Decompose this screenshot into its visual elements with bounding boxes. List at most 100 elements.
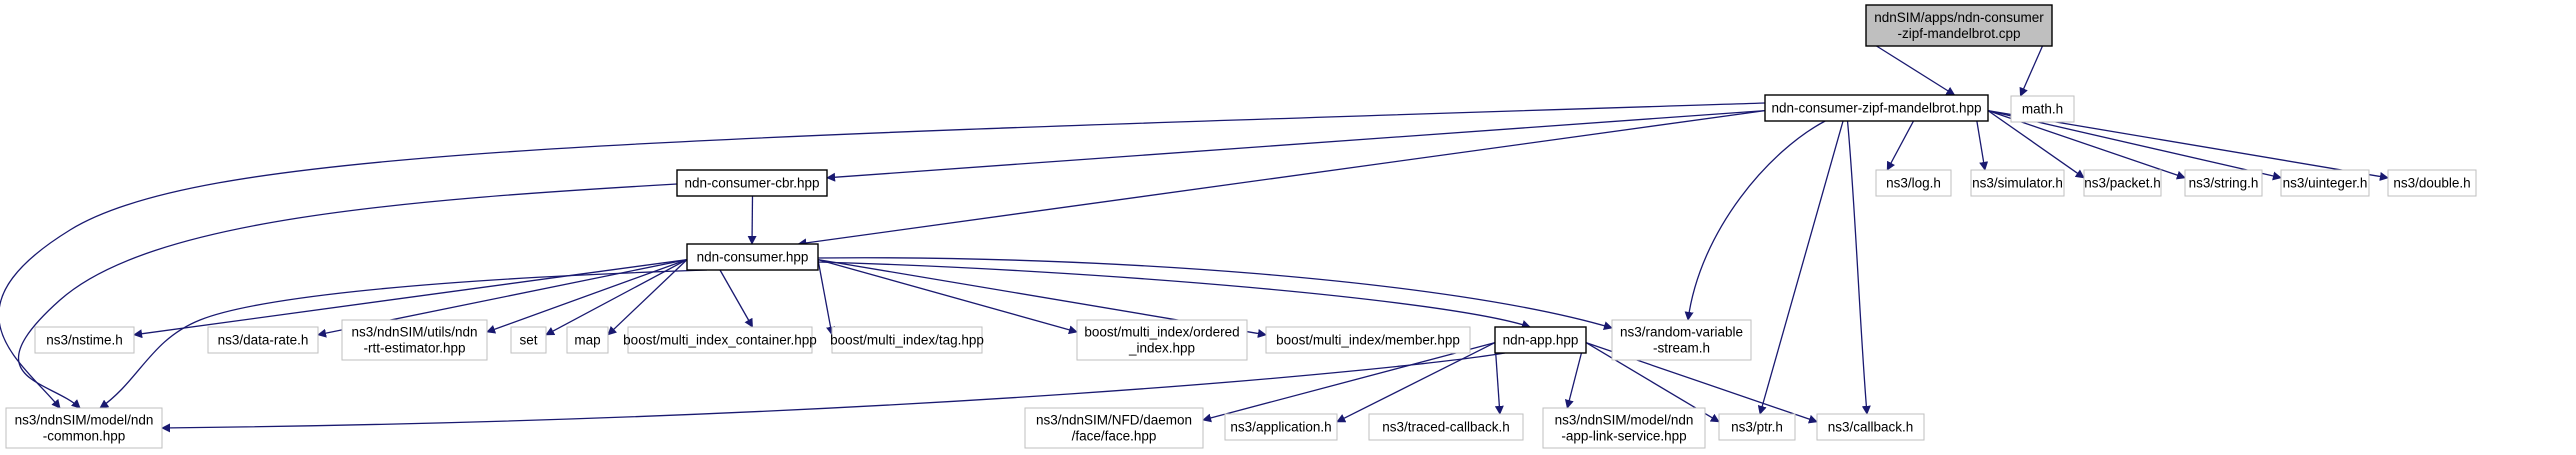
node-label: ndn-consumer-zipf-mandelbrot.hpp xyxy=(1771,101,1981,116)
node-box xyxy=(2387,169,2477,197)
node-label: -zipf-mandelbrot.cpp xyxy=(1897,26,2020,41)
node-box xyxy=(1265,326,1471,354)
edge-cbr-to-common xyxy=(18,183,678,409)
node-box xyxy=(34,326,135,354)
node-label: ns3/traced-callback.h xyxy=(1382,420,1510,435)
node-application: ns3/application.h xyxy=(1224,413,1338,441)
edge-consumer-to-common xyxy=(99,269,708,409)
edge-zipf_hpp-to-simulator xyxy=(1976,120,1989,171)
node-label: -rtt-estimator.hpp xyxy=(363,341,465,356)
node-string: ns3/string.h xyxy=(2184,169,2263,197)
node-root[interactable]: ndnSIM/apps/ndn-consumer-zipf-mandelbrot… xyxy=(1865,4,2053,47)
node-label: ndn-consumer-cbr.hpp xyxy=(684,176,819,191)
node-label: -app-link-service.hpp xyxy=(1561,429,1686,444)
node-label: ns3/application.h xyxy=(1230,420,1331,435)
edge-app-to-traced xyxy=(1494,342,1504,415)
node-box xyxy=(1865,4,2053,47)
node-member: boost/multi_index/member.hpp xyxy=(1265,326,1471,354)
node-box xyxy=(1764,94,1989,122)
edge-zipf_hpp-to-rvs xyxy=(1684,120,1826,321)
node-box xyxy=(207,326,319,354)
node-label: map xyxy=(574,333,600,348)
edge-root-to-math xyxy=(2019,45,2044,97)
node-label: _index.hpp xyxy=(1128,341,1195,356)
edge-app-to-application xyxy=(1336,342,1496,423)
node-map: map xyxy=(566,326,609,354)
node-box xyxy=(5,407,163,449)
node-app[interactable]: ndn-app.hpp xyxy=(1494,326,1587,354)
node-uinteger: ns3/uinteger.h xyxy=(2280,169,2370,197)
node-label: set xyxy=(519,333,537,348)
node-label: boost/multi_index/ordered xyxy=(1084,325,1239,340)
edge-consumer-to-map xyxy=(607,259,688,336)
edge-root-to-zipf_hpp xyxy=(1876,45,1956,96)
node-label: ns3/simulator.h xyxy=(1972,176,2063,191)
node-label: -common.hpp xyxy=(43,429,126,444)
node-label: /face/face.hpp xyxy=(1072,429,1157,444)
node-label: ns3/packet.h xyxy=(2084,176,2161,191)
node-box xyxy=(1875,169,1952,197)
node-callback: ns3/callback.h xyxy=(1816,413,1925,441)
node-box xyxy=(2280,169,2370,197)
edge-zipf_hpp-to-packet xyxy=(1987,110,2085,179)
node-applink: ns3/ndnSIM/model/ndn-app-link-service.hp… xyxy=(1542,407,1706,449)
node-log: ns3/log.h xyxy=(1875,169,1952,197)
node-label: boost/multi_index/tag.hpp xyxy=(830,333,984,348)
node-ordered: boost/multi_index/ordered_index.hpp xyxy=(1076,319,1248,361)
node-box xyxy=(566,326,609,354)
node-label: ns3/ndnSIM/utils/ndn xyxy=(351,325,477,340)
node-box xyxy=(2010,95,2075,123)
node-label: ns3/double.h xyxy=(2393,176,2470,191)
node-label: ndn-app.hpp xyxy=(1503,333,1579,348)
edge-consumer-to-rtt xyxy=(486,258,688,334)
node-label: ndnSIM/apps/ndn-consumer xyxy=(1874,10,2044,25)
node-zipf_hpp[interactable]: ndn-consumer-zipf-mandelbrot.hpp xyxy=(1764,94,1989,122)
edge-cbr-to-consumer xyxy=(747,195,757,245)
node-datarate: ns3/data-rate.h xyxy=(207,326,319,354)
node-box xyxy=(1816,413,1925,441)
node-double: ns3/double.h xyxy=(2387,169,2477,197)
node-box xyxy=(1611,319,1752,361)
edge-zipf_hpp-to-callback xyxy=(1846,120,1871,415)
node-box xyxy=(1542,407,1706,449)
node-rvs: ns3/random-variable-stream.h xyxy=(1611,319,1752,361)
node-box xyxy=(2083,169,2162,197)
node-label: boost/multi_index/member.hpp xyxy=(1276,333,1460,348)
node-box xyxy=(1076,319,1248,361)
node-cbr[interactable]: ndn-consumer-cbr.hpp xyxy=(676,169,828,197)
node-label: ns3/ndnSIM/model/ndn xyxy=(15,413,154,428)
node-box xyxy=(1970,169,2065,197)
node-box xyxy=(1494,326,1587,354)
node-box xyxy=(1024,407,1204,449)
node-consumer[interactable]: ndn-consumer.hpp xyxy=(686,243,819,271)
edge-zipf_hpp-to-consumer xyxy=(797,109,1766,248)
node-rtt: ns3/ndnSIM/utils/ndn-rtt-estimator.hpp xyxy=(341,319,488,361)
node-label: ns3/callback.h xyxy=(1828,420,1914,435)
node-box xyxy=(341,319,488,361)
node-mic: boost/multi_index_container.hpp xyxy=(623,326,817,354)
node-label: ns3/log.h xyxy=(1886,176,1941,191)
edge-consumer-to-nstime xyxy=(133,258,688,339)
node-label: ns3/ptr.h xyxy=(1731,420,1783,435)
edge-consumer-to-app xyxy=(817,261,1531,329)
node-box xyxy=(627,326,813,354)
node-set: set xyxy=(510,326,547,354)
node-box xyxy=(2184,169,2263,197)
node-nstime: ns3/nstime.h xyxy=(34,326,135,354)
edge-zipf_hpp-to-ptr xyxy=(1757,120,1844,415)
edge-consumer-to-tag xyxy=(817,259,835,336)
node-box xyxy=(1718,413,1796,441)
node-label: ns3/random-variable xyxy=(1620,325,1743,340)
node-label: math.h xyxy=(2022,102,2063,117)
edge-consumer-to-rvs xyxy=(817,257,1613,331)
edge-consumer-to-mic xyxy=(719,269,754,328)
edge-app-to-common xyxy=(161,352,1506,433)
node-label: ns3/ndnSIM/NFD/daemon xyxy=(1036,413,1192,428)
edge-zipf_hpp-to-common xyxy=(0,102,1766,409)
node-packet: ns3/packet.h xyxy=(2083,169,2162,197)
node-simulator: ns3/simulator.h xyxy=(1970,169,2065,197)
node-box xyxy=(676,169,828,197)
node-label: boost/multi_index_container.hpp xyxy=(623,333,817,348)
node-layer: ndnSIM/apps/ndn-consumer-zipf-mandelbrot… xyxy=(5,4,2477,449)
